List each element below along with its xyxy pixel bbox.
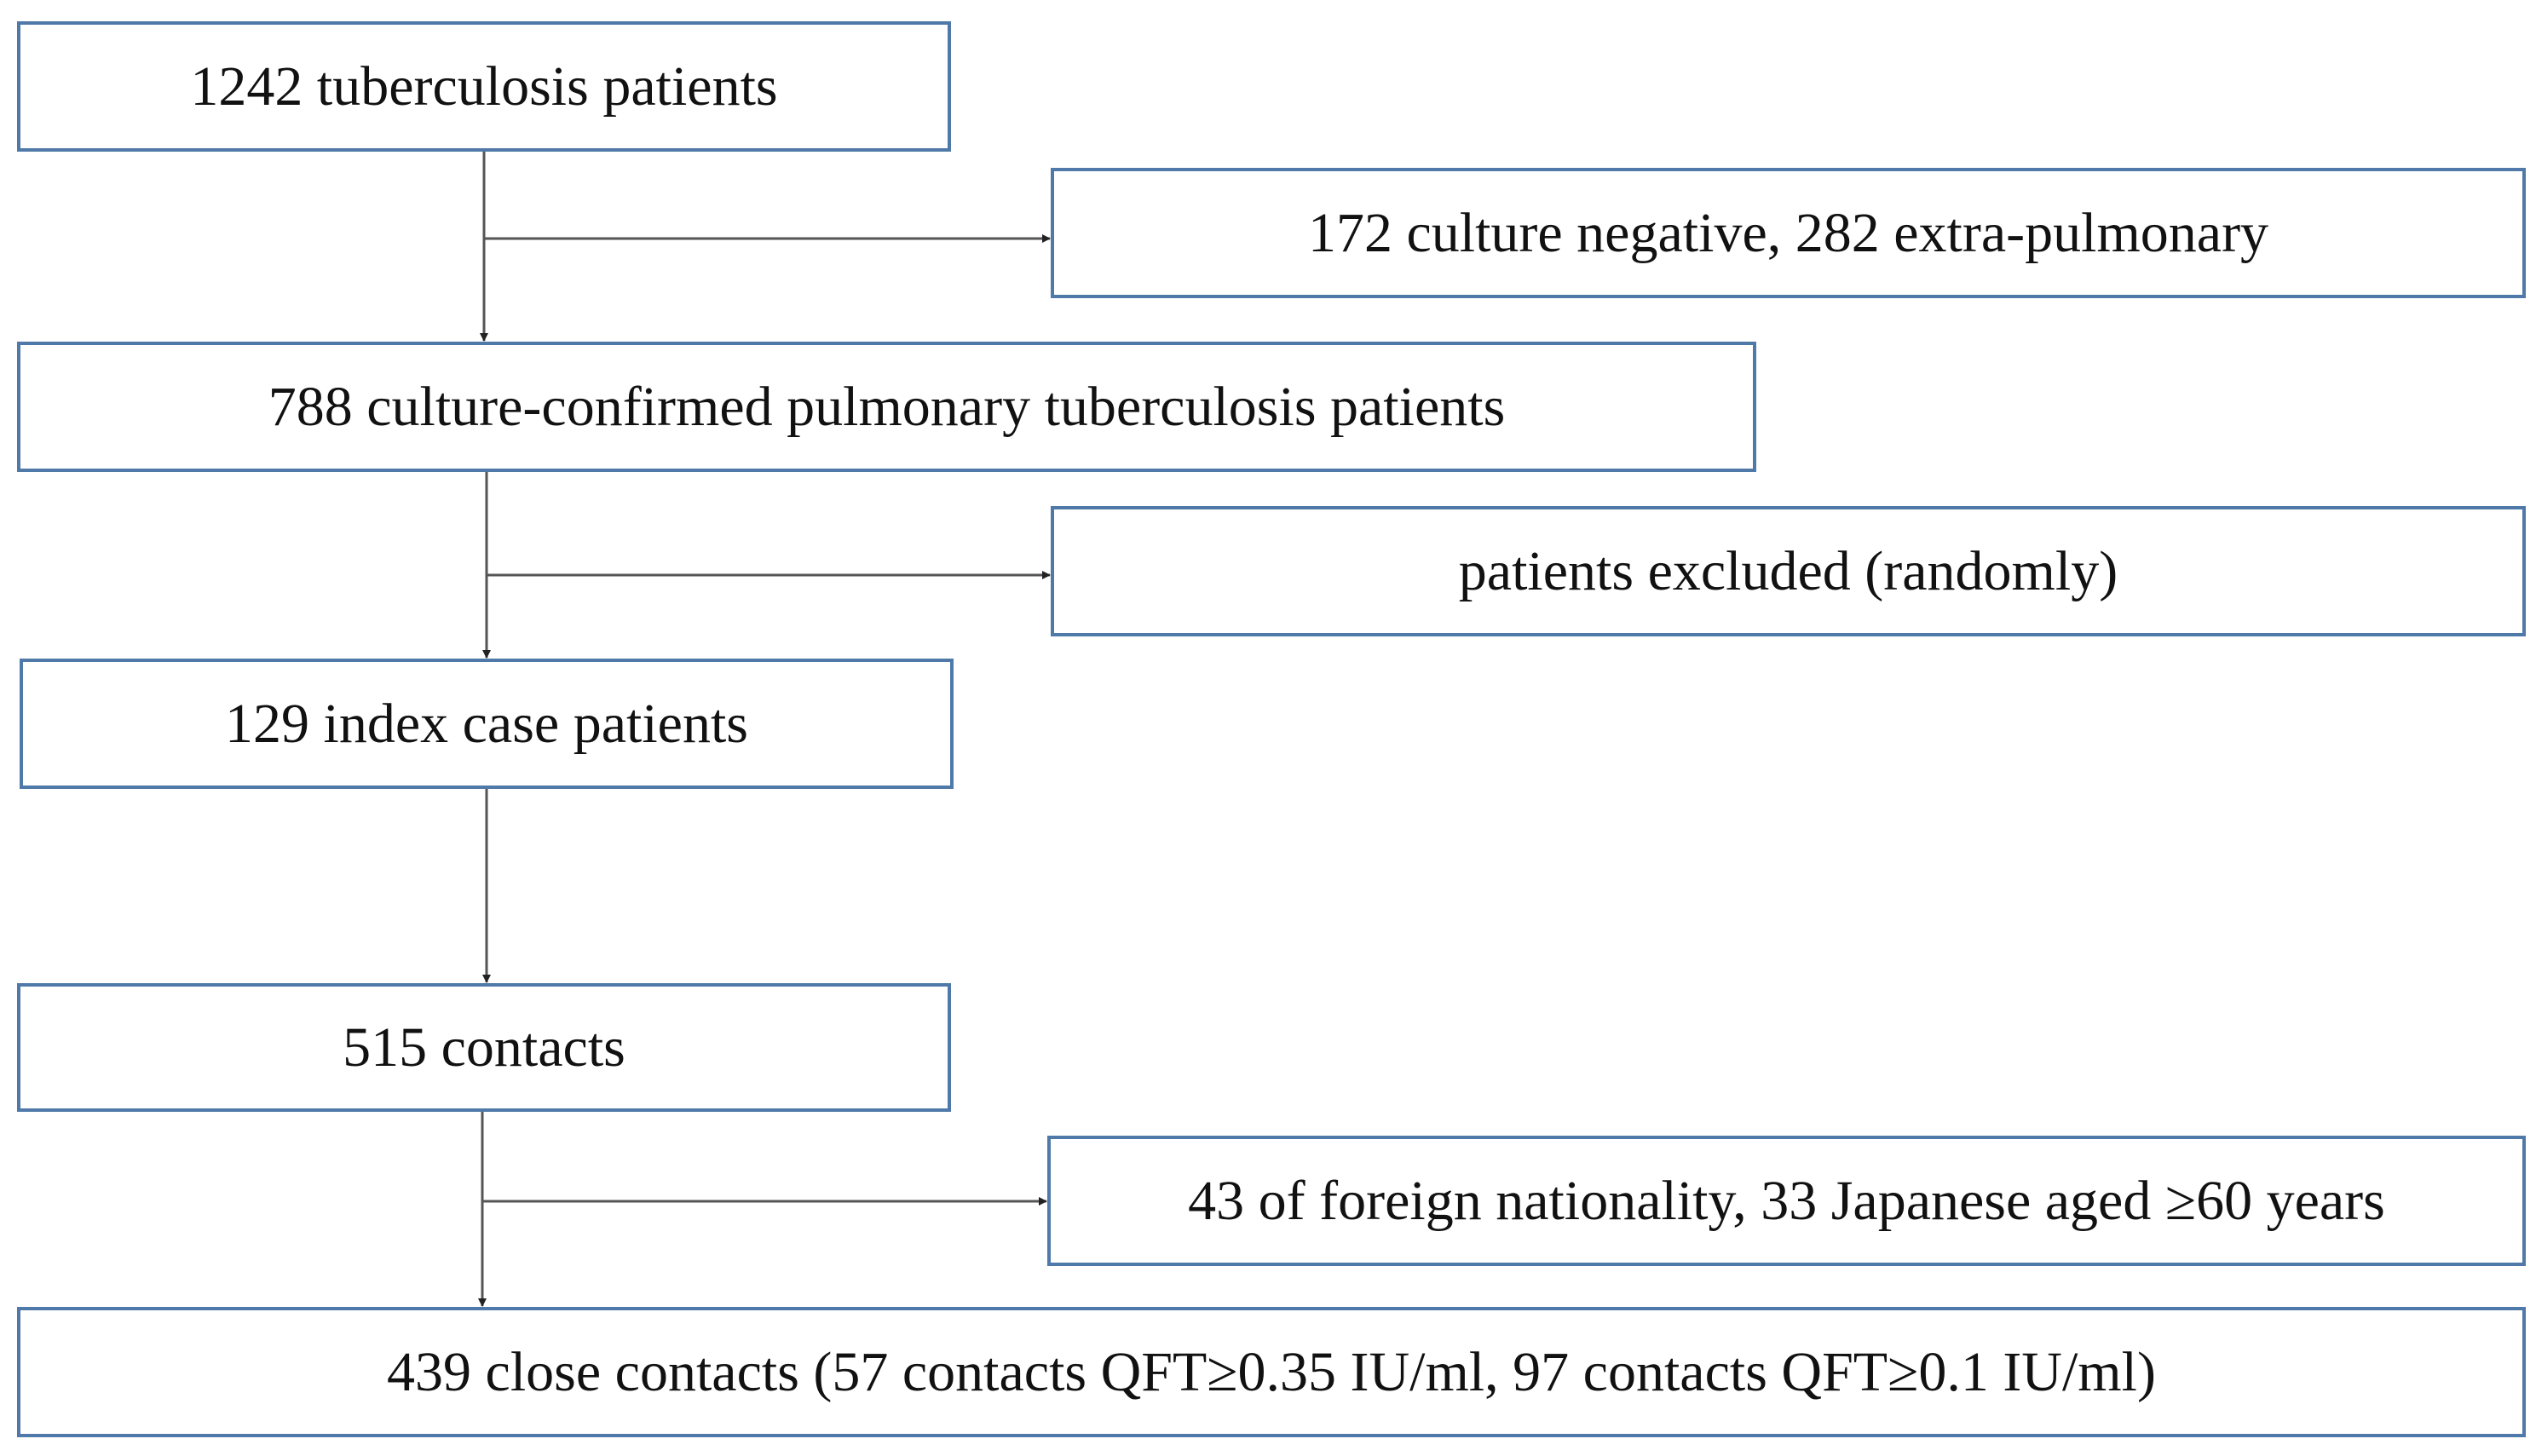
box-close-contacts: 439 close contacts (57 contacts QFT≥0.35… bbox=[17, 1307, 2526, 1437]
box-close-contacts-label: 439 close contacts (57 contacts QFT≥0.35… bbox=[387, 1340, 2156, 1403]
box-excl-contacts: 43 of foreign nationality, 33 Japanese a… bbox=[1047, 1136, 2526, 1266]
box-excl-random: patients excluded (randomly) bbox=[1051, 506, 2526, 636]
box-excl-culture: 172 culture negative, 282 extra-pulmonar… bbox=[1051, 168, 2526, 298]
box-excl-random-label: patients excluded (randomly) bbox=[1458, 539, 2118, 602]
box-culture-confirmed-label: 788 culture-confirmed pulmonary tubercul… bbox=[268, 375, 1506, 438]
box-all-patients-label: 1242 tuberculosis patients bbox=[190, 55, 778, 118]
box-contacts: 515 contacts bbox=[17, 983, 951, 1112]
box-index-cases: 129 index case patients bbox=[20, 659, 954, 789]
box-culture-confirmed: 788 culture-confirmed pulmonary tubercul… bbox=[17, 342, 1756, 472]
box-all-patients: 1242 tuberculosis patients bbox=[17, 21, 951, 152]
box-excl-contacts-label: 43 of foreign nationality, 33 Japanese a… bbox=[1188, 1169, 2385, 1232]
box-excl-culture-label: 172 culture negative, 282 extra-pulmonar… bbox=[1307, 201, 2269, 264]
box-contacts-label: 515 contacts bbox=[343, 1016, 625, 1079]
box-index-cases-label: 129 index case patients bbox=[225, 692, 748, 755]
